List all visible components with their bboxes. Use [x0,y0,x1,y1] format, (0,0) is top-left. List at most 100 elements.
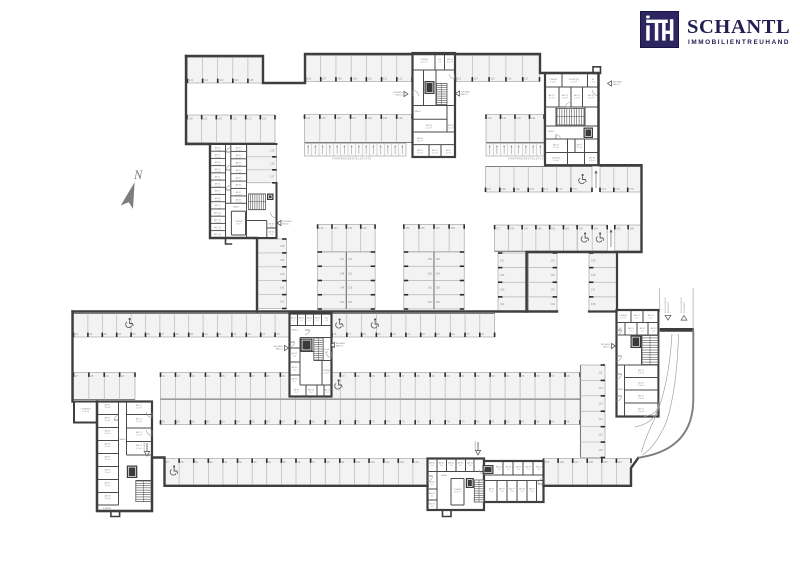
svg-text:2,6: 2,6 [498,469,502,471]
svg-text:2,0: 2,0 [630,331,634,333]
svg-text:92: 92 [239,460,242,464]
svg-text:AB 45: AB 45 [236,176,243,179]
svg-text:165: 165 [436,286,441,290]
logo-brand-text: SCHANTL [687,16,791,38]
svg-text:2,4: 2,4 [531,491,535,493]
svg-text:5,0: 5,0 [469,465,473,467]
svg-text:5,0 m²: 5,0 m² [236,179,242,182]
svg-text:AB 17: AB 17 [577,144,584,147]
svg-text:124: 124 [306,116,311,120]
svg-text:110: 110 [618,460,623,464]
svg-text:AB 09: AB 09 [417,149,424,152]
svg-text:EL.: EL. [592,79,596,81]
svg-text:99: 99 [341,460,344,464]
svg-text:105: 105 [545,460,550,464]
svg-text:2,4 m²: 2,4 m² [215,171,221,174]
svg-text:108: 108 [337,76,342,80]
svg-text:101: 101 [370,460,375,464]
svg-text:GANG: GANG [548,130,555,133]
svg-text:109: 109 [353,76,358,80]
svg-text:46: 46 [387,374,390,378]
svg-text:AB 73: AB 73 [136,431,143,434]
svg-text:5,0: 5,0 [431,465,435,467]
svg-text:GANG: GANG [119,438,126,441]
svg-text:WC: WC [619,328,623,330]
svg-text:28: 28 [90,374,93,378]
svg-text:45: 45 [372,374,375,378]
svg-text:2,1: 2,1 [316,320,320,322]
svg-text:2,2 m²: 2,2 m² [574,97,580,100]
svg-text:VORR.: VORR. [323,349,330,351]
svg-text:158: 158 [451,226,456,230]
svg-text:5,0: 5,0 [459,465,463,467]
svg-text:159: 159 [428,257,433,261]
svg-text:176: 176 [629,187,634,191]
svg-text:112: 112 [599,386,604,390]
svg-text:EINGANG: EINGANG [601,343,611,346]
svg-text:3,1: 3,1 [293,381,297,383]
svg-text:2,1: 2,1 [308,320,312,322]
svg-text:82: 82 [506,419,509,423]
svg-text:AB 10: AB 10 [432,149,439,152]
svg-text:119: 119 [203,117,208,121]
svg-text:2,6: 2,6 [293,356,297,358]
svg-text:AB 81: AB 81 [439,462,446,465]
svg-text:AB 33: AB 33 [269,223,276,226]
svg-text:48: 48 [417,374,420,378]
svg-text:5,0 m²: 5,0 m² [236,194,242,197]
svg-text:WC: WC [325,318,329,320]
svg-text:GANG: GANG [441,474,448,477]
svg-text:77: 77 [432,419,435,423]
svg-text:EINGANG: EINGANG [282,220,292,223]
svg-text:37: 37 [252,374,255,378]
svg-text:49: 49 [432,374,435,378]
svg-text:126: 126 [337,116,342,120]
svg-text:F.RAUM: F.RAUM [454,488,462,491]
svg-text:HAUS 4: HAUS 4 [613,83,621,86]
svg-text:43: 43 [342,374,345,378]
svg-text:5,1 m²: 5,1 m² [417,152,423,155]
svg-text:AB 211: AB 211 [214,219,222,222]
svg-text:25: 25 [466,332,469,336]
svg-text:64: 64 [237,419,240,423]
svg-text:93: 93 [254,460,257,464]
svg-text:AB 93: AB 93 [526,466,533,469]
parking-row: 173 [570,165,593,193]
svg-text:5,2 m²: 5,2 m² [553,159,559,162]
svg-text:5,0 m²: 5,0 m² [105,419,111,422]
svg-text:GANG: GANG [291,329,298,332]
svg-text:5,0 m²: 5,0 m² [236,201,242,204]
svg-text:2,3: 2,3 [326,392,330,394]
svg-text:131: 131 [487,116,492,120]
svg-text:149: 149 [340,286,345,290]
svg-text:88: 88 [181,460,184,464]
svg-text:AB 20: AB 20 [648,314,655,317]
svg-text:4,4: 4,4 [431,484,435,486]
svg-text:AB 80: AB 80 [429,462,436,465]
svg-text:129: 129 [383,116,388,120]
svg-text:2,4 m²: 2,4 m² [215,207,221,210]
svg-text:2,4 m²: 2,4 m² [215,178,221,181]
svg-text:141: 141 [280,286,285,290]
svg-text:188: 188 [500,273,505,277]
svg-text:5,0: 5,0 [450,465,454,467]
logo-monogram-square [640,11,679,48]
svg-text:02: 02 [89,332,92,336]
svg-text:AB 83: AB 83 [458,462,465,465]
svg-text:30: 30 [121,374,124,378]
svg-text:AB 90: AB 90 [496,466,503,469]
svg-text:AB 34: AB 34 [269,231,276,234]
svg-text:36: 36 [237,374,240,378]
svg-text:5,2 m²: 5,2 m² [136,447,142,450]
svg-text:128: 128 [367,116,372,120]
svg-text:GANG: GANG [233,206,240,209]
svg-text:106: 106 [307,76,312,80]
